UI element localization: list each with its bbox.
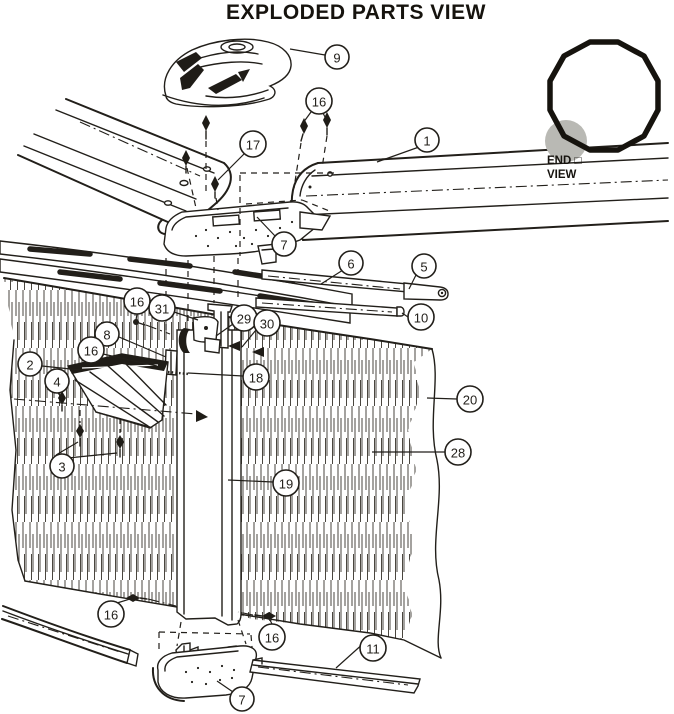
svg-text:18: 18: [249, 371, 263, 386]
svg-text:11: 11: [366, 642, 380, 657]
callout-11: 11: [359, 634, 387, 662]
callout-3: 3: [49, 453, 75, 479]
callout-10: 10: [407, 303, 435, 331]
callout-6: 6: [338, 250, 364, 276]
svg-text:29: 29: [237, 312, 251, 327]
svg-text:31: 31: [155, 302, 169, 317]
callouts: 9 16 17 1 7 6 5 10 16 31 29 30 8 16 2 4 …: [17, 44, 484, 712]
svg-text:5: 5: [420, 260, 427, 275]
end-view-label-line1: END □: [547, 155, 581, 167]
top-rail-right-1: [290, 142, 669, 241]
callout-7-top: 7: [271, 231, 297, 257]
bottom-plate-7: [151, 642, 258, 702]
callout-4: 4: [44, 368, 70, 394]
callout-28: 28: [444, 438, 472, 466]
callout-16-wall: 16: [123, 287, 151, 315]
svg-text:2: 2: [26, 358, 33, 373]
svg-text:6: 6: [347, 257, 354, 272]
svg-text:8: 8: [103, 328, 110, 343]
svg-text:9: 9: [333, 51, 340, 66]
svg-text:28: 28: [451, 446, 465, 461]
callout-16-top: 16: [305, 87, 333, 115]
svg-text:7: 7: [238, 693, 245, 708]
svg-text:10: 10: [414, 311, 428, 326]
svg-text:1: 1: [423, 134, 430, 149]
top-plate-7: [163, 201, 332, 265]
svg-text:16: 16: [130, 295, 144, 310]
sleeve-5: [403, 282, 449, 301]
clip-30: [204, 337, 221, 354]
svg-text:30: 30: [260, 317, 274, 332]
callout-1: 1: [414, 127, 440, 153]
hook-clip-29: [178, 328, 190, 353]
svg-text:3: 3: [58, 460, 65, 475]
callout-16-clip: 16: [77, 336, 105, 364]
svg-text:16: 16: [265, 631, 279, 646]
insert-arrow: [228, 341, 240, 351]
pool-end-view-polygon: [547, 39, 661, 153]
callout-8: 8: [94, 321, 120, 347]
callout-17: 17: [239, 130, 267, 158]
callout-7-bottom: 7: [229, 686, 255, 712]
post-top-clips: [161, 303, 264, 376]
insert-arrow: [252, 347, 264, 357]
callout-20: 20: [456, 385, 484, 413]
dashed-guides: [13, 135, 336, 660]
bottom-rail-11: [249, 657, 421, 694]
svg-text:20: 20: [463, 393, 477, 408]
page-title: EXPLODED PARTS VIEW: [226, 1, 486, 24]
end-view-legend: END □ VIEW: [545, 39, 661, 181]
svg-text:17: 17: [246, 138, 260, 153]
svg-text:7: 7: [280, 238, 287, 253]
location-marker: [545, 120, 587, 162]
svg-text:16: 16: [312, 95, 326, 110]
callout-31: 31: [148, 294, 176, 322]
end-view-label-line2: VIEW: [547, 169, 577, 181]
callout-16-bottom-left: 16: [97, 600, 125, 628]
bottom-rail-left: [1, 605, 139, 667]
callout-9: 9: [324, 44, 350, 70]
callout-29: 29: [230, 304, 258, 332]
callout-2: 2: [17, 351, 43, 377]
top-cap-9: [162, 38, 292, 108]
torn-wall-edge: [431, 348, 442, 659]
callout-30: 30: [253, 309, 281, 337]
callout-5: 5: [411, 253, 437, 279]
svg-text:16: 16: [104, 608, 118, 623]
callout-18: 18: [242, 363, 270, 391]
stabilizer-rails: [0, 240, 353, 324]
callout-19: 19: [272, 469, 300, 497]
svg-text:4: 4: [53, 375, 60, 390]
callout-16-bottom-right: 16: [258, 623, 286, 651]
svg-text:19: 19: [279, 477, 293, 492]
svg-text:16: 16: [84, 344, 98, 359]
